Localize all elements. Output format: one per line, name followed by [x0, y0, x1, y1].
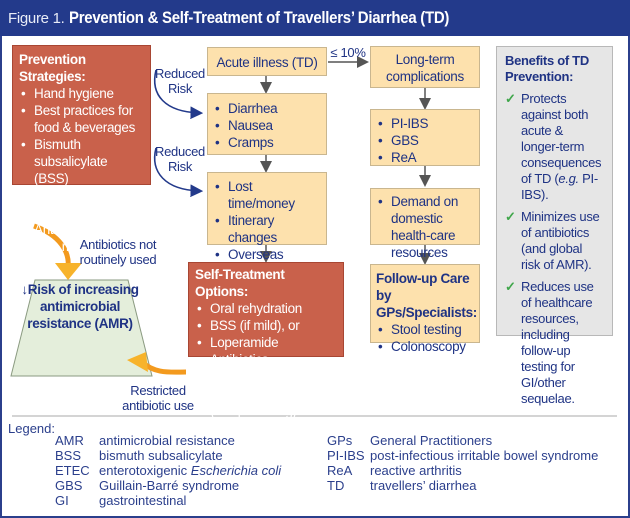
amr-text: ↓Risk of increasing antimicrobial resist…	[21, 282, 139, 331]
followup-header: Follow-up Care by GPs/Specialists:	[376, 271, 477, 320]
self-treatment-item: Loperamide	[195, 334, 337, 351]
legend-title: Legend:	[8, 421, 55, 436]
prevention-item: Cholera/ETEC-diarrhea vaccine	[19, 187, 144, 221]
amr-trapezoid	[10, 279, 153, 377]
reduced-risk-label-1: Reduced Risk	[155, 66, 205, 96]
orange-arrow-bottom-head	[127, 352, 148, 372]
self-treatment-header: Self-Treatment Options:	[195, 267, 285, 299]
long-term-box: Long-term complications	[370, 46, 480, 88]
figure-label: Figure 1.	[8, 10, 65, 27]
consequence-item: Lost time/money	[213, 178, 321, 212]
benefit-item: ✓ Protects against both acute & longer-t…	[505, 91, 602, 202]
prevention-box: Prevention Strategies: Hand hygiene Best…	[12, 45, 151, 254]
consequences-box: Lost time/money Itinerary changes Overse…	[207, 172, 327, 296]
amr-note-bottom: Restricted antibiotic use	[122, 383, 194, 413]
complication-item: ReA	[376, 149, 474, 166]
orange-arrow-top-head	[55, 263, 82, 280]
prevention-item: Bismuth subsalicylate (BSS)	[19, 136, 144, 187]
figure-title-bar: Figure 1. Prevention & Self-Treatment of…	[0, 0, 630, 36]
amr-note-top: Antibiotics not routinely used	[79, 237, 157, 267]
symptom-item: Nausea	[213, 117, 321, 134]
prevention-header: Prevention Strategies:	[19, 52, 86, 84]
check-icon: ✓	[505, 91, 516, 106]
followup-item: Colonoscopy	[376, 338, 474, 355]
followup-box: Follow-up Care by GPs/Specialists: Stool…	[370, 264, 480, 355]
symptom-item: Diarrhea	[213, 100, 321, 117]
self-treatment-item: Antibiotics	[195, 351, 337, 368]
complications-box: PI-IBS GBS ReA	[370, 109, 480, 166]
demand-box: Demand on domestic health-care resources	[370, 188, 480, 260]
reduced-risk-curve-2	[154, 147, 204, 198]
symptoms-box: Diarrhea Nausea Cramps	[207, 93, 327, 155]
benefit-item: ✓ Minimizes use of antibiotics (and glob…	[505, 209, 600, 272]
self-treatment-item: Oral rehydration	[195, 300, 337, 317]
percent-label: ≤ 10%	[330, 45, 366, 60]
benefits-box: Benefits of TD Prevention: ✓ Protects ag…	[496, 46, 613, 406]
check-icon: ✓	[505, 209, 516, 224]
long-term-label: Long-term complications	[386, 52, 464, 84]
self-treatment-item: BSS (if mild), or	[195, 317, 337, 334]
consequence-item: Itinerary changes	[213, 212, 321, 246]
prevention-item: Best practices for food & beverages	[19, 102, 144, 136]
reduced-risk-label-2: Reduced Risk	[155, 144, 205, 174]
demand-item: Demand on domestic health-care resources	[376, 193, 474, 261]
complication-item: PI-IBS	[376, 115, 474, 132]
self-treatment-box: Self-Treatment Options: Oral rehydration…	[188, 262, 344, 418]
self-treatment-sub: - if moderate (distressing) or severe (i…	[210, 369, 337, 418]
prevention-item: Antibiotics ± (for high risk only)	[19, 221, 144, 255]
figure-title: Prevention & Self-Treatment of Traveller…	[68, 8, 450, 27]
prevention-item: Hand hygiene	[19, 85, 144, 102]
complication-item: GBS	[376, 132, 474, 149]
acute-illness-box: Acute illness (TD)	[207, 47, 327, 76]
check-icon: ✓	[505, 279, 516, 294]
benefit-item: ✓ Reduces use of healthcare resources, i…	[505, 279, 594, 406]
acute-illness-label: Acute illness (TD)	[216, 55, 318, 70]
reduced-risk-curve-1	[154, 69, 204, 120]
benefits-header: Benefits of TD Prevention:	[505, 53, 589, 84]
followup-item: Stool testing	[376, 321, 474, 338]
symptom-item: Cramps	[213, 134, 321, 151]
